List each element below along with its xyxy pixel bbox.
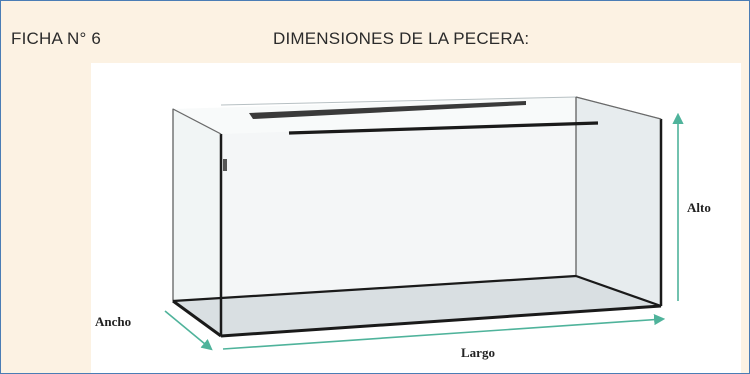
ficha-number: FICHA N° 6	[11, 29, 102, 48]
bottom-left-edge	[172, 299, 222, 338]
lid-brace-back	[249, 101, 526, 119]
left-top-edge	[172, 108, 222, 135]
length-arrow	[222, 314, 666, 350]
length-label: Largo	[461, 345, 495, 360]
bottom-right-edge	[575, 274, 662, 308]
bottom-back-edge	[172, 274, 577, 303]
page-title: DIMENSIONES DE LA PECERA:	[273, 29, 530, 48]
right-glass-panel	[575, 96, 662, 307]
tank-bottom	[173, 276, 661, 336]
width-arrow	[164, 310, 213, 351]
back-top-edge	[220, 96, 577, 106]
lid-brace-front	[288, 121, 599, 135]
width-label: Ancho	[95, 314, 131, 329]
height-label: Alto	[687, 200, 711, 215]
bottom-front-edge	[220, 304, 662, 338]
right-top-edge	[575, 96, 662, 120]
glass-clip	[223, 159, 227, 171]
